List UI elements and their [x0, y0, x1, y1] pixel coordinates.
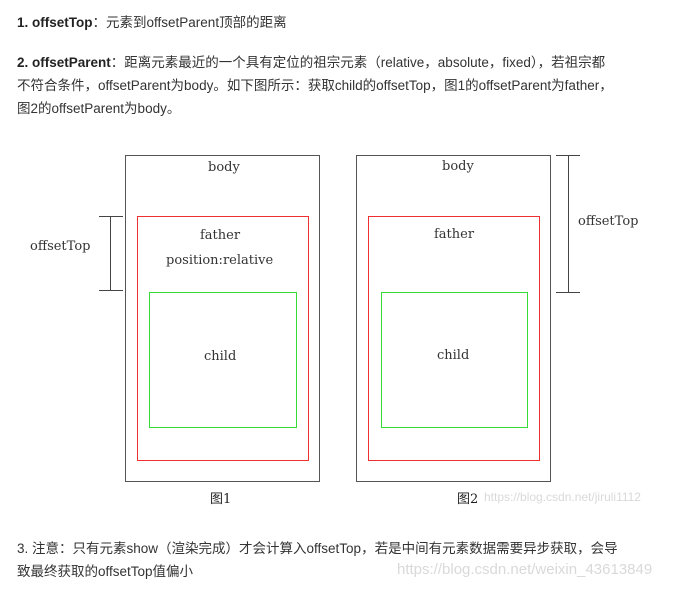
paragraph-note: 3. 注意：只有元素show（渲染完成）才会计算入offsetTop，若是中间有…: [17, 537, 662, 583]
definition-text-line1: ：距离元素最近的一个具有定位的祖宗元素（relative，absolute，fi…: [110, 55, 606, 70]
figure1-body-label: body: [208, 160, 240, 175]
definition-text: ：元素到offsetParent顶部的距离: [92, 15, 287, 30]
figure2-father-box: [368, 216, 540, 461]
figure1-child-label: child: [204, 349, 237, 364]
figure1-position-label: position:relative: [166, 253, 274, 268]
paragraph-offsetparent: 2. offsetParent：距离元素最近的一个具有定位的祖宗元素（relat…: [17, 51, 662, 120]
figure2-child-label: child: [437, 348, 470, 363]
figure1-offset-bottom-tick: [99, 290, 123, 291]
figure2-offset-line: [568, 155, 569, 292]
figure2-offset-label: offsetTop: [578, 214, 639, 229]
definition-text-line2: 不符合条件，offsetParent为body。如下图所示：获取child的of…: [17, 78, 613, 93]
note-text-line2: 致最终获取的offsetTop值偏小: [17, 564, 194, 579]
figure1-offset-top-tick: [99, 216, 123, 217]
figure1-offset-line: [110, 216, 111, 290]
figure2-caption: 图2: [457, 492, 479, 507]
figure1-offset-label: offsetTop: [30, 239, 91, 254]
figure2-body-box: [356, 155, 551, 482]
figure2-father-label: father: [434, 227, 475, 242]
paragraph-offsettop: 1. offsetTop：元素到offsetParent顶部的距离: [17, 11, 287, 34]
term-offsetparent: offsetParent: [32, 55, 111, 70]
note-text-line1: 3. 注意：只有元素show（渲染完成）才会计算入offsetTop，若是中间有…: [17, 541, 618, 556]
figure1-body-box: [125, 155, 320, 482]
figure2-child-box: [381, 292, 528, 428]
figure1-father-box: [137, 216, 309, 461]
section-number: 2.: [17, 55, 33, 70]
figure1-caption: 图1: [210, 492, 232, 507]
definition-text-line3: 图2的offsetParent为body。: [17, 101, 181, 116]
section-number: 1.: [17, 15, 33, 30]
figure1-child-box: [149, 292, 297, 428]
figure2-body-label: body: [442, 159, 474, 174]
figure2-offset-bottom-tick: [556, 292, 580, 293]
page-watermark: https://blog.csdn.net/weixin_43613849: [397, 561, 653, 578]
term-offsettop: offsetTop: [32, 15, 93, 30]
figure-watermark: https://blog.csdn.net/jiruli1112: [484, 490, 641, 504]
figure1-father-label: father: [200, 228, 241, 243]
